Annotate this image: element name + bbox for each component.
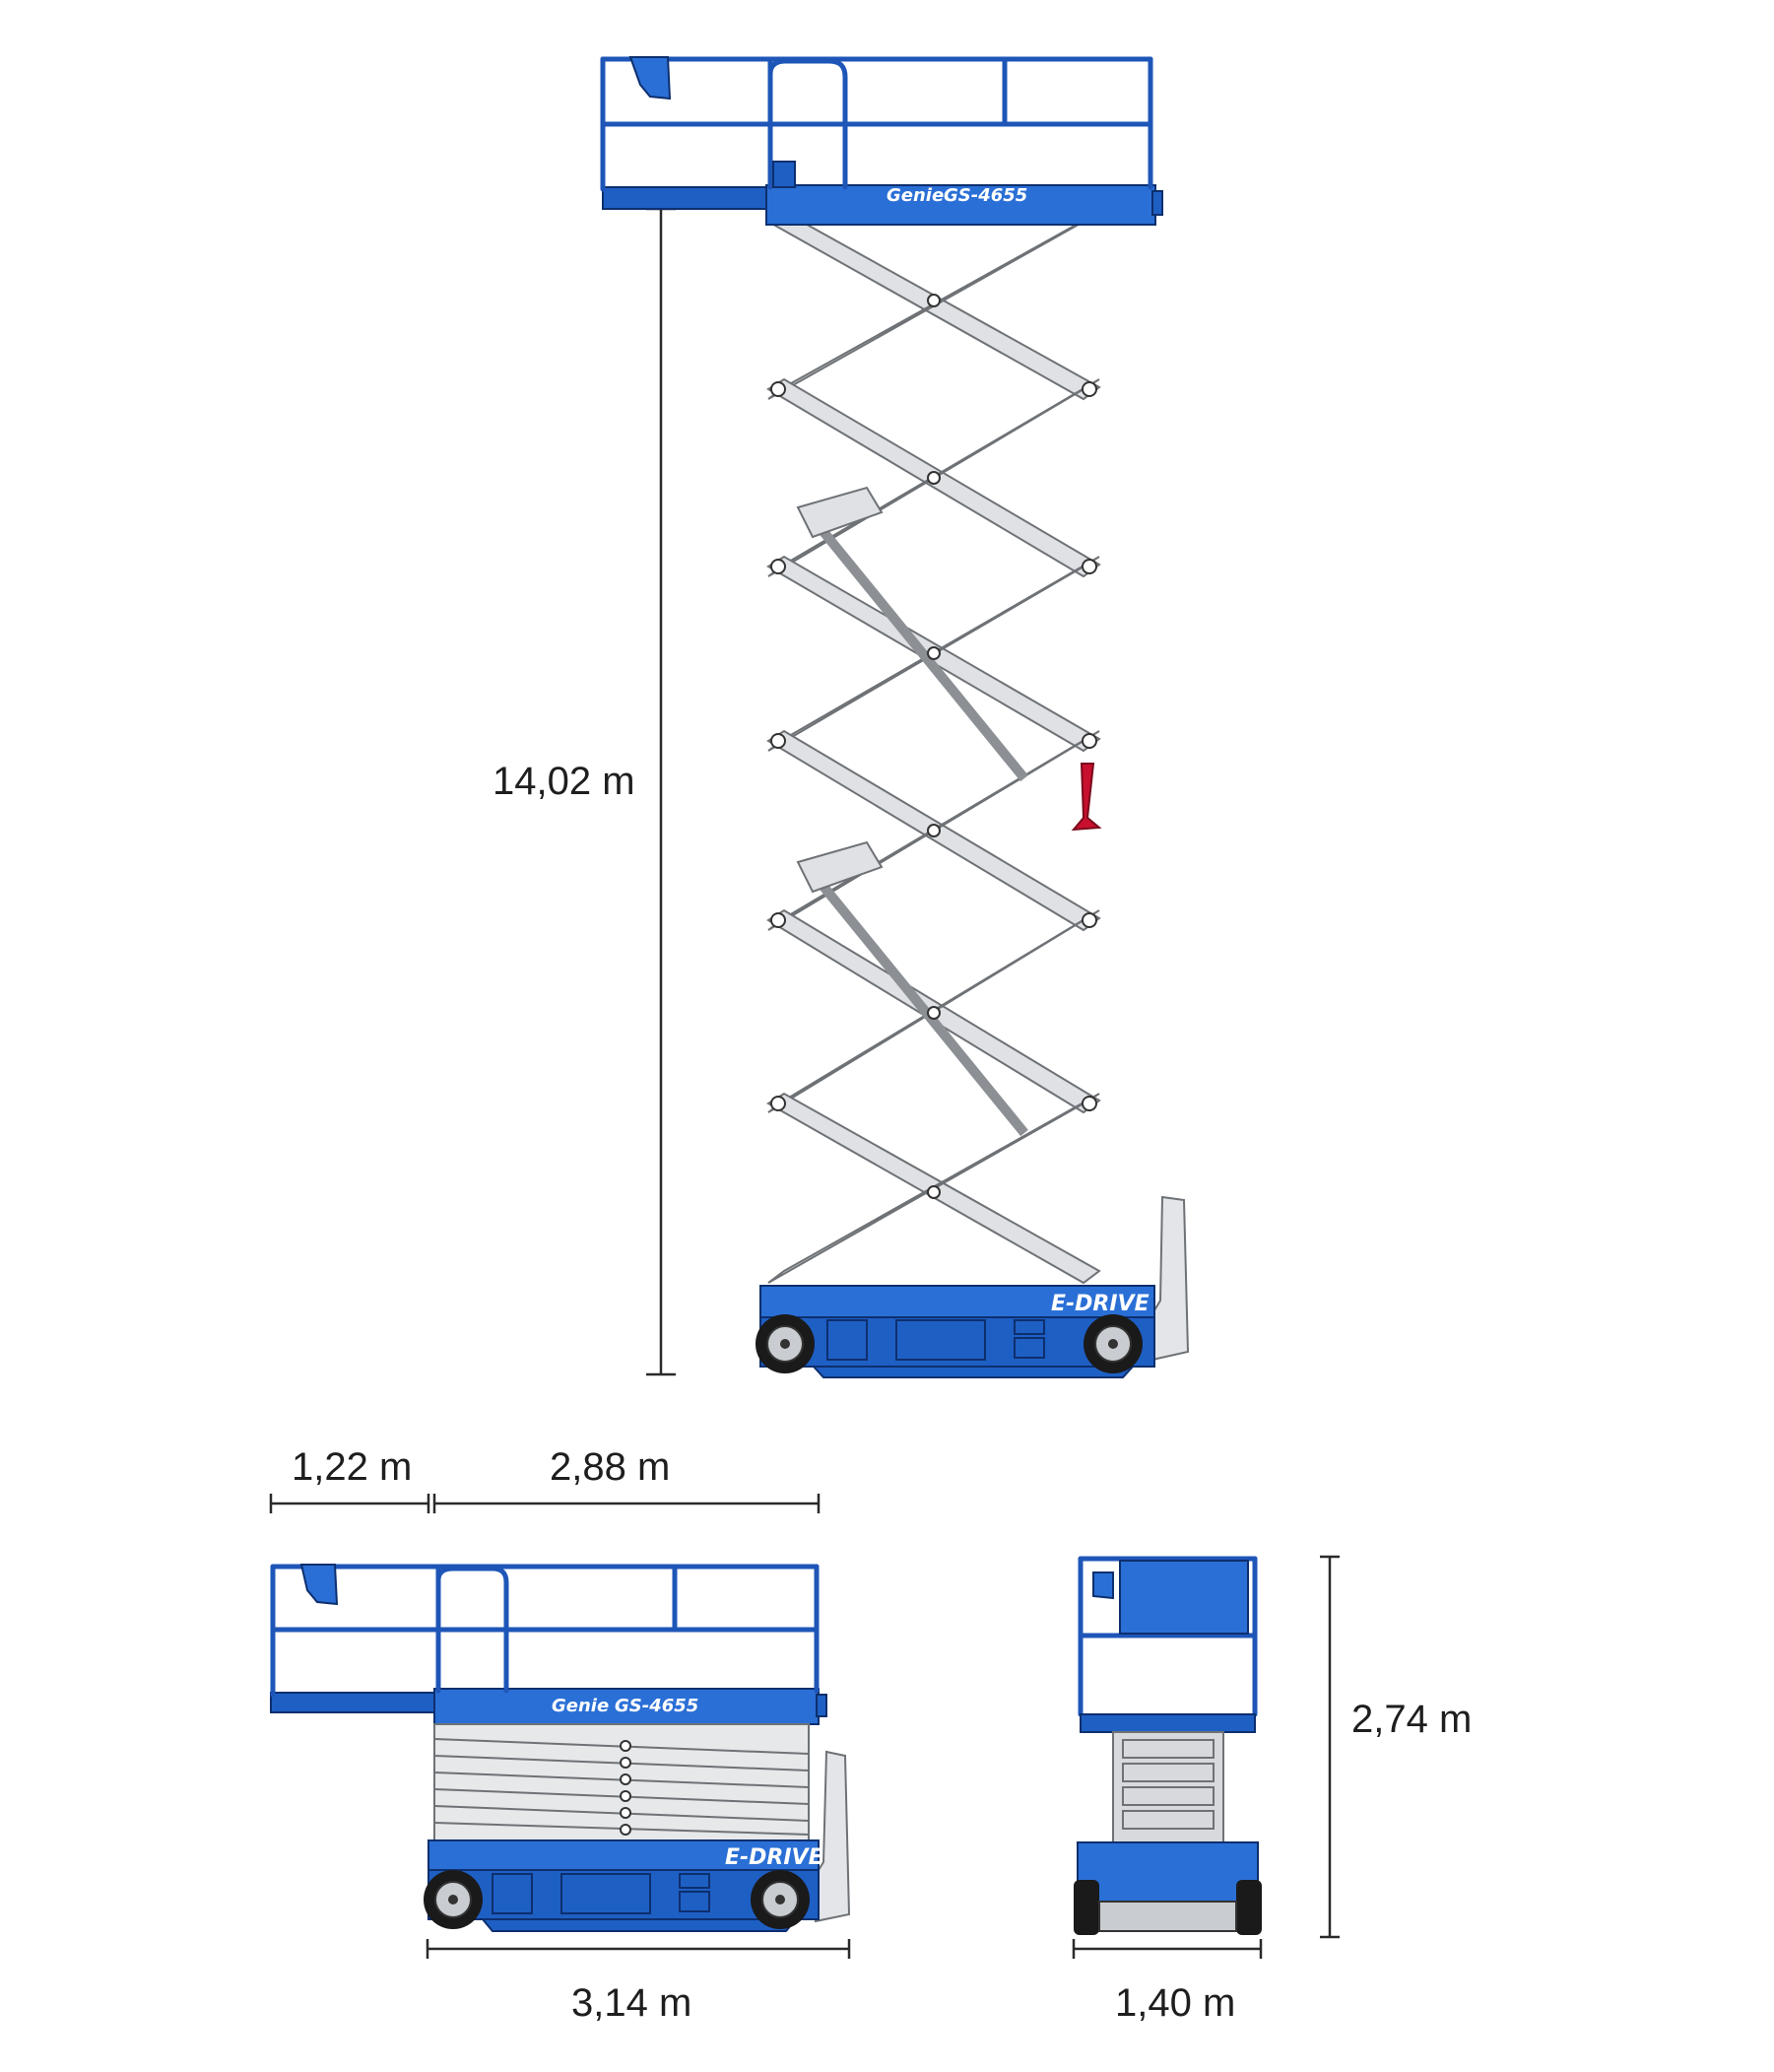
stowed-drive-label: E-DRIVE: [725, 1845, 823, 1870]
stowed-guard-rails: [270, 1564, 820, 1698]
stowed-brand-label: Genie: [552, 1696, 609, 1716]
stowed-rear-wheel: [424, 1870, 483, 1929]
elevated-brand-label: Genie: [887, 185, 944, 206]
elevated-rear-wheel: [756, 1314, 815, 1373]
front-guard-rails: [1078, 1556, 1258, 1717]
front-left-wheel: [1074, 1880, 1099, 1935]
stowed-chassis: E-DRIVE: [424, 1750, 851, 1932]
chassis-panels: [826, 1319, 1045, 1361]
stowed-side-view: 1,22 m 2,88 m Genie GS-4655: [269, 1445, 851, 2025]
elevated-chassis: E-DRIVE: [756, 1195, 1190, 1378]
extension-deck-label: 1,22 m: [292, 1445, 412, 1489]
elevated-guard-rails: [600, 56, 1153, 192]
control-box-icon: [628, 56, 672, 100]
scissor-stack: [766, 210, 1102, 1285]
stowed-height-dimension: 2,74 m: [1320, 1555, 1472, 1939]
stowed-model-label: GS-4655: [615, 1696, 698, 1716]
overall-width-label: 1,40 m: [1115, 1981, 1235, 2025]
elevated-front-wheel: [1084, 1314, 1143, 1373]
stowed-scissor-pack: [433, 1723, 810, 1841]
platform-length-dimension: 2,88 m: [432, 1445, 821, 1513]
stowed-front-view: 2,74 m 1,40 m: [1072, 1555, 1472, 2025]
working-height-dimension: 14,02 m: [493, 207, 676, 1376]
extension-deck-dimension: 1,22 m: [269, 1445, 430, 1513]
elevated-machine-view: 14,02 m: [493, 56, 1190, 1378]
safety-prop-icon: [1071, 763, 1102, 832]
stowed-chassis-panels: [492, 1873, 710, 1914]
stowed-scissor-pins: [620, 1740, 631, 1836]
overall-length-label: 3,14 m: [571, 1981, 691, 2025]
stowed-control-box-icon: [299, 1564, 339, 1606]
elevated-model-label: GS-4655: [944, 185, 1027, 206]
stowed-front-wheel: [751, 1870, 810, 1929]
platform-length-label: 2,88 m: [550, 1445, 670, 1489]
control-post-icon: [772, 161, 796, 188]
working-height-label: 14,02 m: [493, 760, 635, 803]
front-right-wheel: [1236, 1880, 1262, 1935]
overall-length-dimension: 3,14 m: [426, 1939, 851, 2025]
front-control-box-icon: [1092, 1571, 1114, 1600]
scissor-pins: [770, 294, 1097, 1199]
elevated-platform: Genie GS-4655: [600, 56, 1163, 226]
overall-width-dimension: 1,40 m: [1072, 1939, 1263, 2025]
elevated-drive-label: E-DRIVE: [1051, 1292, 1150, 1316]
stowed-platform: Genie GS-4655: [270, 1564, 827, 1725]
stowed-height-label: 2,74 m: [1351, 1698, 1472, 1741]
